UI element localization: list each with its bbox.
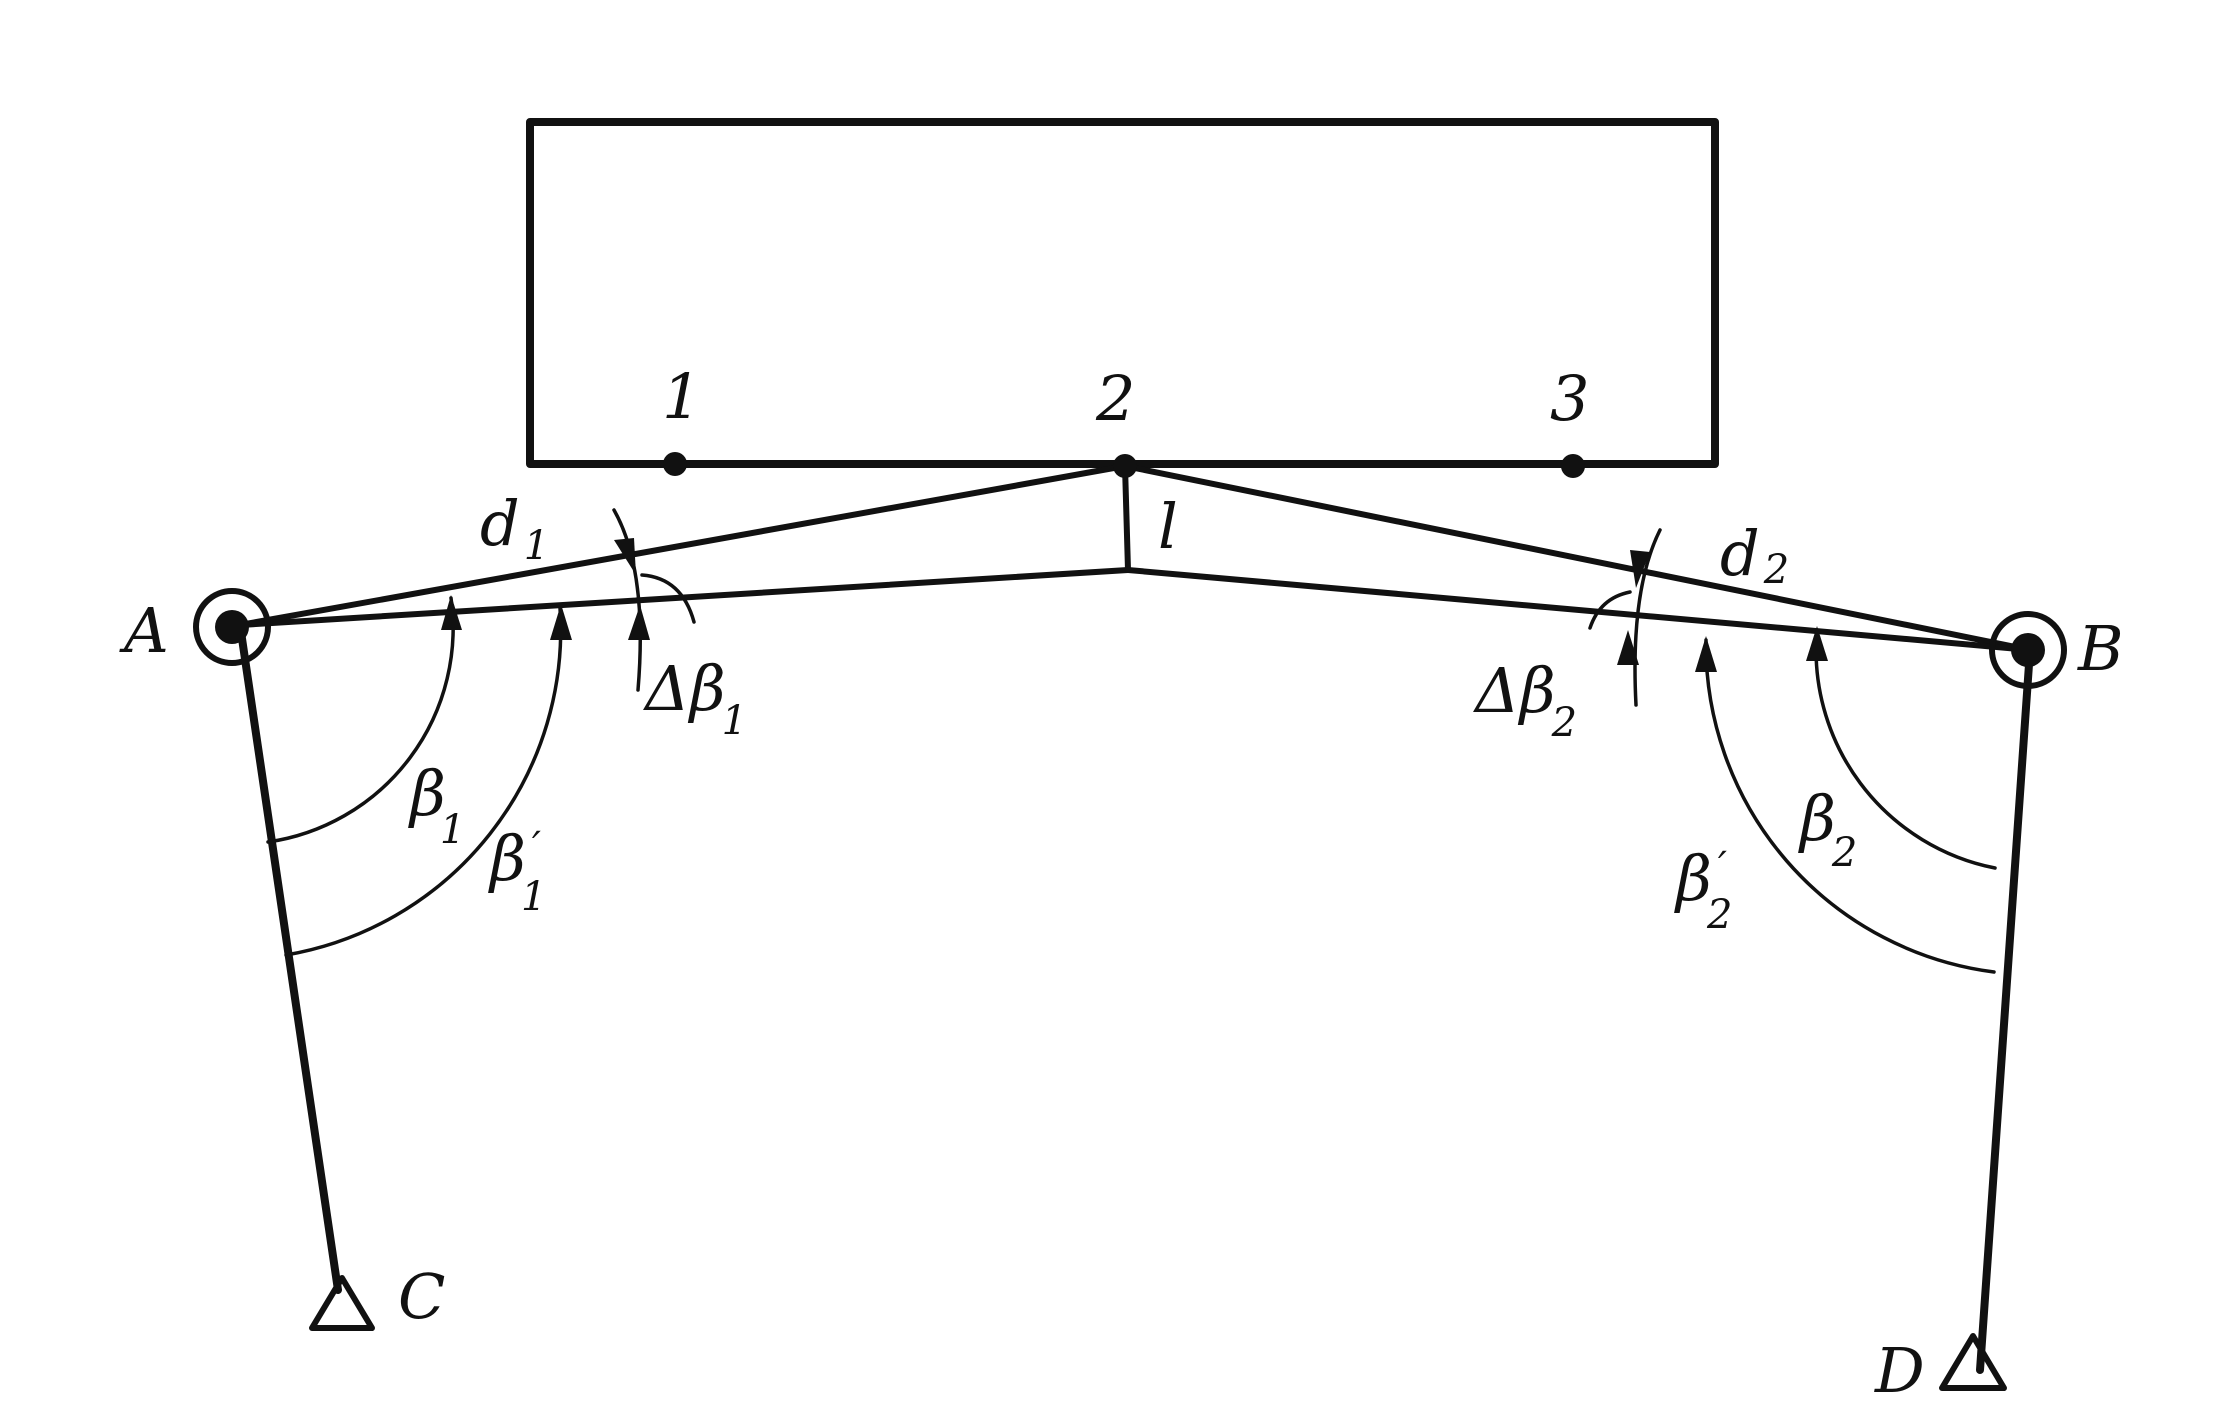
label-delta-beta-2-main: Δβ: [1473, 654, 1556, 727]
arrow-delta-beta-1-bottom: [628, 605, 650, 640]
label-point-1: 1: [662, 360, 701, 433]
label-beta-2-sub: 2: [1831, 830, 1857, 876]
label-station-d: D: [1874, 1334, 1925, 1407]
label-delta-beta-2-sub: 2: [1551, 700, 1577, 746]
sight-line-b-to-2: [1122, 463, 2033, 653]
tick-delta-beta-1: [640, 573, 696, 624]
label-delta-beta-1-sub: 1: [722, 698, 747, 744]
station-b-center: [2011, 633, 2045, 667]
label-delta-beta-2: Δβ2: [1473, 654, 1577, 746]
label-beta-1: β1: [408, 757, 465, 853]
station-a-center: [215, 610, 249, 644]
point-3-dot: [1561, 454, 1585, 478]
label-beta-1-prime-sub: 1: [521, 874, 546, 920]
label-station-b: B: [2077, 612, 2124, 685]
station-c-triangle: [309, 1275, 375, 1331]
label-d2-main: d: [1720, 517, 1760, 590]
label-segment-l: l: [1158, 490, 1178, 563]
label-point-2: 2: [1095, 362, 1135, 435]
arc-delta-beta-1: [612, 508, 643, 692]
point-1-dot: [663, 452, 687, 476]
line-a-to-c: [236, 621, 342, 1294]
label-station-c: C: [398, 1260, 445, 1333]
label-beta-2-main: β: [1798, 782, 1836, 855]
label-point-3: 3: [1550, 362, 1589, 435]
arrow-beta-1-prime: [550, 604, 572, 640]
arrow-beta-2: [1806, 626, 1828, 661]
label-beta-2: β2: [1798, 782, 1857, 876]
label-beta-1-prime-main: β: [488, 822, 526, 895]
label-beta-2-prime: β′2: [1674, 842, 1732, 938]
arrow-delta-beta-2-top: [1630, 550, 1650, 588]
label-delta-beta-1-main: Δβ: [643, 652, 726, 725]
arrow-delta-beta-1-top: [614, 538, 636, 575]
arc-beta-1-prime: [284, 606, 563, 957]
arrow-delta-beta-2-bottom: [1617, 630, 1639, 665]
label-station-a: A: [119, 594, 169, 667]
station-d-triangle: [1939, 1333, 2007, 1391]
tick-delta-beta-2: [1588, 590, 1632, 630]
sight-line-a-to-2: [237, 463, 1128, 628]
label-beta-2-prime-main: β: [1674, 842, 1712, 915]
arrow-beta-1: [441, 595, 462, 630]
arrow-beta-2-prime: [1695, 636, 1717, 672]
label-d1-main: d: [480, 487, 520, 560]
label-beta-1-sub: 1: [440, 807, 465, 853]
label-delta-beta-1: Δβ1: [643, 652, 747, 744]
label-beta-2-prime-mark: ′: [1718, 844, 1727, 890]
point-2-dot: [1113, 454, 1137, 478]
station-a-outer-ring: [193, 588, 271, 666]
arc-beta-1: [266, 596, 455, 844]
label-d2-sub: 2: [1763, 547, 1789, 593]
station-b-outer-ring: [1989, 611, 2067, 689]
label-d1-sub: 1: [524, 523, 549, 569]
line-b-to-d: [1976, 646, 2034, 1374]
label-beta-1-main: β: [408, 757, 446, 830]
segment-l: [1122, 463, 1131, 573]
baseline-b-to-foot: [1125, 567, 2033, 653]
label-beta-2-prime-sub: 2: [1706, 892, 1732, 938]
arc-delta-beta-2: [1633, 528, 1662, 707]
arc-beta-2: [1814, 628, 1997, 870]
arc-beta-2-prime: [1704, 638, 1996, 974]
label-beta-1-prime: β′1: [488, 822, 546, 920]
label-beta-1-prime-mark: ′: [532, 824, 541, 870]
